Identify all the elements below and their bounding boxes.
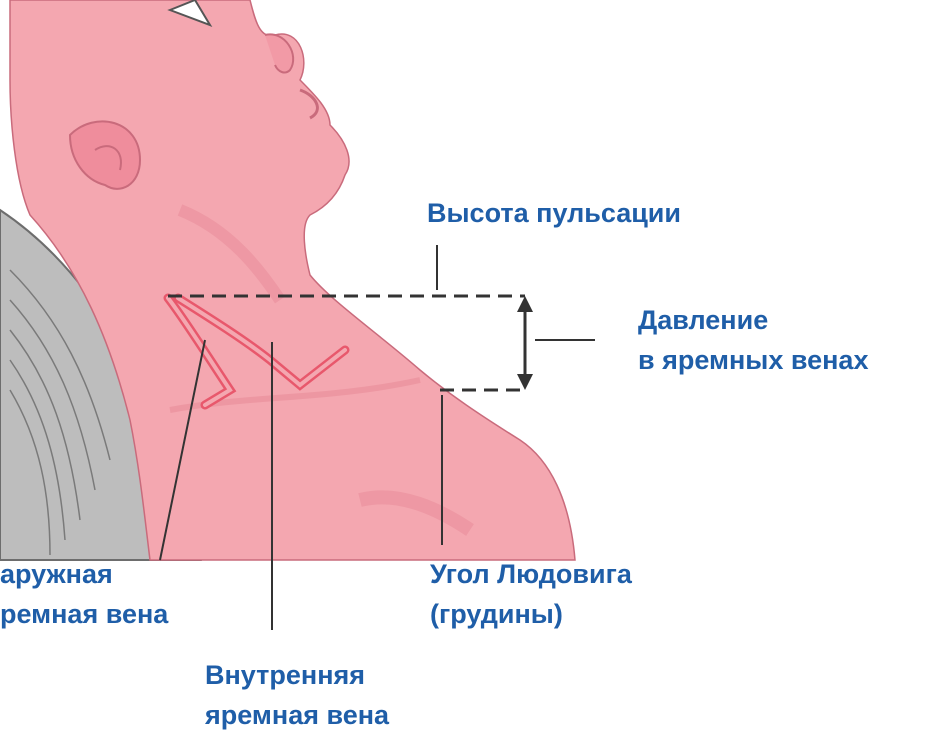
label-jvp: Давление в яремных венах <box>638 300 868 380</box>
label-external-jugular-line2: ремная вена <box>0 594 168 634</box>
label-internal-jugular: Внутренняя яремная вена <box>205 655 389 735</box>
label-internal-jugular-line1: Внутренняя <box>205 655 389 695</box>
pressure-arrow-head-bottom <box>517 374 533 390</box>
label-louis-angle-line2: (грудины) <box>430 594 632 634</box>
pressure-arrow-head-top <box>517 296 533 312</box>
label-internal-jugular-line2: яремная вена <box>205 695 389 735</box>
label-jvp-line1: Давление <box>638 300 868 340</box>
label-louis-angle: Угол Людовига (грудины) <box>430 554 632 634</box>
label-louis-angle-line1: Угол Людовига <box>430 554 632 594</box>
label-external-jugular-line1: аружная <box>0 554 168 594</box>
label-pulse-height-text: Высота пульсации <box>427 193 681 233</box>
label-jvp-line2: в яремных венах <box>638 340 868 380</box>
label-pulse-height: Высота пульсации <box>427 193 681 233</box>
label-external-jugular: аружная ремная вена <box>0 554 168 634</box>
